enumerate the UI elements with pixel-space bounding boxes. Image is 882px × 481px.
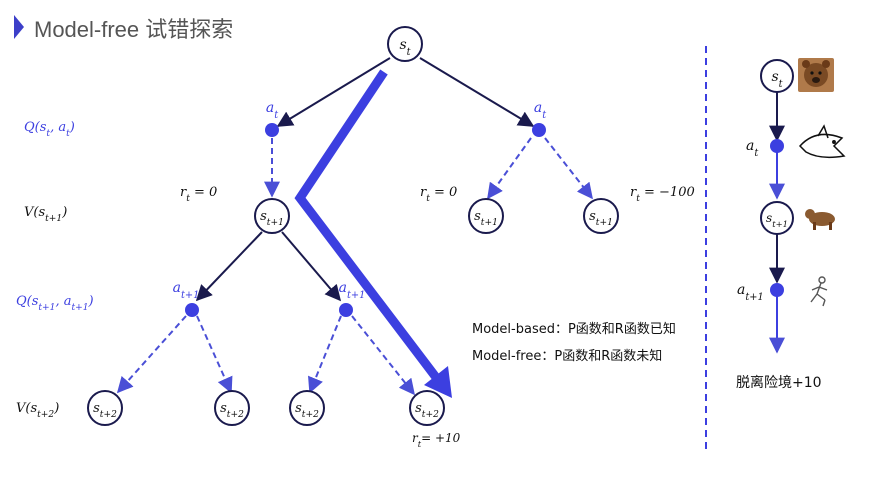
panel-action-dot-at1 xyxy=(770,283,784,297)
running-person-icon xyxy=(810,276,828,307)
node-label-st1-right: st+1 xyxy=(589,209,613,228)
shark-icon xyxy=(798,124,846,159)
bear-face-icon xyxy=(798,58,834,92)
edge-root-to-right-action xyxy=(419,57,535,127)
action-label-right: at xyxy=(534,100,546,121)
node-label-st2-1: st+2 xyxy=(93,401,117,420)
label-v-st1: V(st+1) xyxy=(24,205,67,224)
label-q-st-at: Q(st, at) xyxy=(24,120,75,139)
action-label-left: at xyxy=(266,100,278,121)
node-label-st2-2: st+2 xyxy=(220,401,244,420)
edge-a1-right-to-st2-4 xyxy=(351,315,415,396)
node-st1-left xyxy=(254,198,290,234)
note-model-free: Model-free：P函数和R函数未知 xyxy=(472,348,662,364)
panel-label-st1: st+1 xyxy=(766,211,788,229)
tree-nodes xyxy=(87,26,619,426)
edge-a1-right-to-st2-3 xyxy=(308,315,342,394)
tree-solid-edges xyxy=(195,57,535,302)
edge-right-action-to-st1-left xyxy=(487,137,532,200)
action-dot-right xyxy=(532,123,546,137)
reward-left: rt = 0 xyxy=(180,185,217,204)
reward-right: rt = −100 xyxy=(630,185,695,204)
node-label-st1-left: st+1 xyxy=(260,209,284,228)
action-dots xyxy=(185,123,546,317)
action-dot-a1-left xyxy=(185,303,199,317)
edge-right-action-to-st1-right xyxy=(544,137,593,200)
edge-a1-left-to-st2-1 xyxy=(116,315,187,394)
panel-label-at1: at+1 xyxy=(737,282,764,303)
note-model-based: Model-based：P函数和R函数已知 xyxy=(472,321,676,337)
node-root xyxy=(387,26,423,62)
node-st2-2 xyxy=(214,390,250,426)
label-q-st1-at1: Q(st+1, at+1) xyxy=(16,294,94,313)
edge-a1-left-to-st2-2 xyxy=(196,315,233,394)
node-st1-mid xyxy=(468,198,504,234)
tree-dashed-edges xyxy=(116,137,593,396)
action-label-a1-left: at+1 xyxy=(173,280,200,301)
node-label-st2-3: st+2 xyxy=(295,401,319,420)
node-label-root: st xyxy=(399,37,410,58)
panel-label-at: at xyxy=(746,138,758,159)
action-label-a1-right: at+1 xyxy=(339,280,366,301)
edge-root-to-left-action xyxy=(276,57,391,127)
reward-final: rt= +10 xyxy=(412,431,461,449)
node-st2-1 xyxy=(87,390,123,426)
right-panel-chain xyxy=(760,59,794,354)
edge-st1-to-left-action xyxy=(195,231,263,302)
title-accent-bar xyxy=(14,15,24,39)
action-dot-left xyxy=(265,123,279,137)
node-st2-3 xyxy=(289,390,325,426)
panel-node-st xyxy=(760,59,794,93)
label-v-st2: V(st+2) xyxy=(16,401,59,420)
bear-icon xyxy=(805,209,835,230)
panel-label-st: st xyxy=(771,69,782,90)
reward-mid: rt = 0 xyxy=(420,185,457,204)
node-label-st2-4: st+2 xyxy=(415,401,439,420)
panel-node-st1 xyxy=(760,201,794,235)
exploration-path-arrow xyxy=(294,69,452,398)
node-st1-right xyxy=(583,198,619,234)
page-title: Model-free 试错探索 xyxy=(34,17,234,42)
action-dot-a1-right xyxy=(339,303,353,317)
edge-st1-to-right-action xyxy=(281,231,342,302)
panel-outcome: 脱离险境+10 xyxy=(736,374,822,391)
node-st2-4 xyxy=(409,390,445,426)
panel-action-dot-at xyxy=(770,139,784,153)
node-label-st1-mid: st+1 xyxy=(474,209,498,228)
